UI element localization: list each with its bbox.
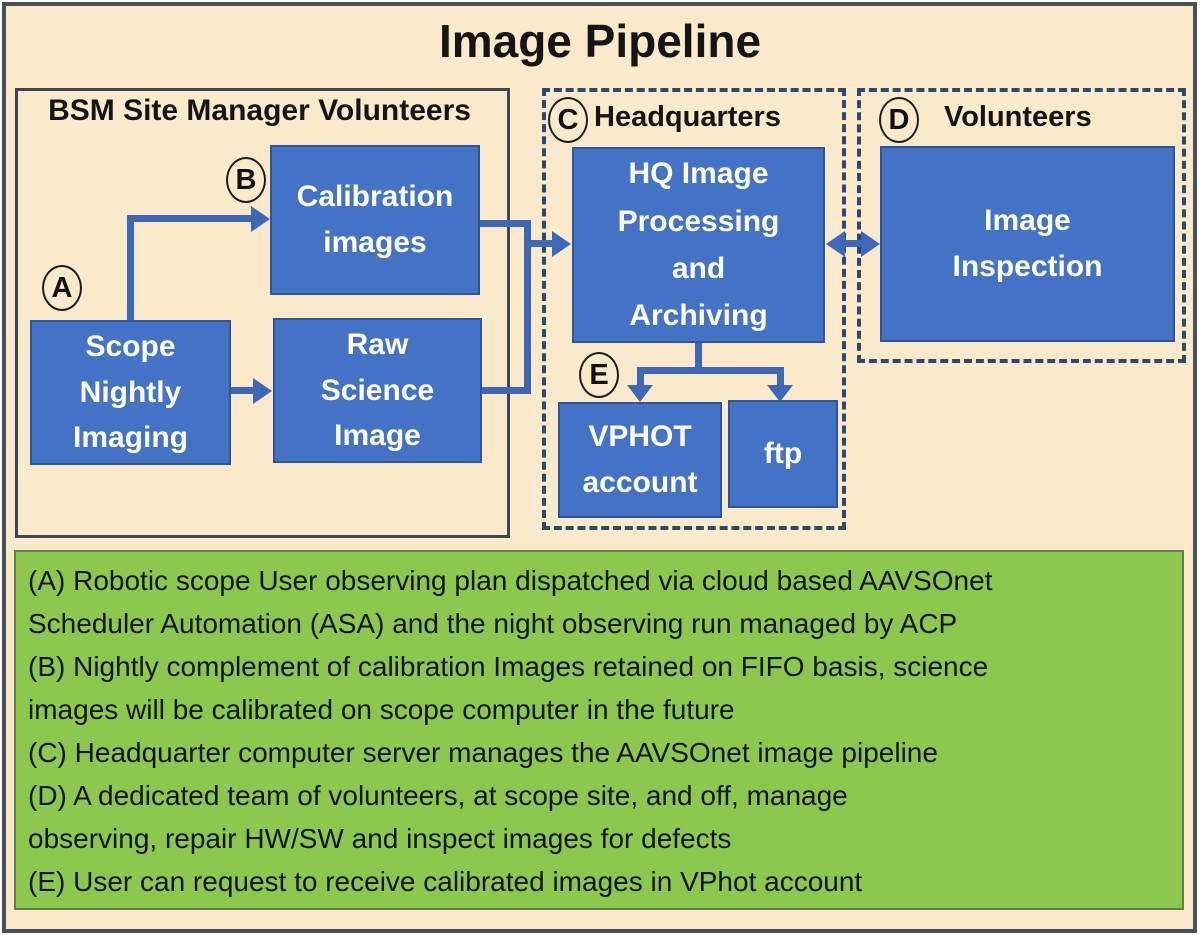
headquarters-group-box [542, 88, 846, 530]
badge-d: D [879, 97, 919, 143]
calibration-output-segment [480, 220, 531, 227]
arrow-scope-to-calibration-horizontal [127, 215, 253, 222]
arrow-scope-to-calibration-head-icon [251, 206, 270, 232]
note-c: (C) Headquarter computer server manages … [28, 737, 938, 768]
note-b: (B) Nightly complement of calibration Im… [28, 651, 989, 725]
node-vphot-account: VPHOT account [558, 402, 722, 518]
hq-output-branch-bar [637, 367, 784, 374]
bsm-group-box [15, 88, 510, 538]
annotation-panel: (A) Robotic scope User observing plan di… [14, 550, 1184, 910]
arrow-scope-to-calibration-vertical [127, 218, 134, 322]
hq-inspection-left-head-icon [826, 231, 845, 257]
page-title: Image Pipeline [438, 15, 762, 67]
ftp-arrow-head-icon [767, 385, 793, 402]
node-calibration-images: Calibration images [270, 145, 480, 295]
badge-b: B [226, 157, 266, 203]
ftp-drop-segment [777, 367, 784, 387]
volunteers-group-label: Volunteers [944, 101, 1092, 133]
hq-input-shaft [524, 240, 553, 247]
vphot-arrow-head-icon [627, 385, 653, 402]
hq-inspection-right-head-icon [861, 231, 880, 257]
node-raw-science-image: Raw Science Image [273, 318, 482, 463]
arrow-scope-to-raw-shaft [231, 387, 255, 394]
note-d: (D) A dedicated team of volunteers, at s… [28, 780, 848, 854]
badge-e: E [579, 352, 619, 398]
node-ftp: ftp [728, 400, 838, 508]
badge-c: C [548, 97, 588, 143]
raw-output-segment [482, 387, 531, 394]
hq-output-stem [695, 343, 702, 374]
hq-inspection-shaft [843, 240, 863, 247]
bsm-group-label: BSM Site Manager Volunteers [48, 94, 471, 127]
node-image-inspection: Image Inspection [880, 146, 1175, 342]
note-a: (A) Robotic scope User observing plan di… [28, 565, 993, 639]
headquarters-group-label: Headquarters [594, 101, 781, 133]
hq-input-head-icon [552, 231, 571, 257]
node-scope-nightly-imaging: Scope Nightly Imaging [30, 320, 231, 465]
note-e: (E) User can request to receive calibrat… [28, 866, 863, 897]
volunteers-group-box [857, 88, 1186, 363]
bus-vertical-segment [524, 220, 531, 394]
node-hq-image-processing: HQ Image Processing and Archiving [572, 147, 825, 343]
badge-a: A [42, 265, 82, 311]
arrow-scope-to-raw-head-icon [253, 378, 272, 404]
vphot-drop-segment [637, 367, 644, 387]
